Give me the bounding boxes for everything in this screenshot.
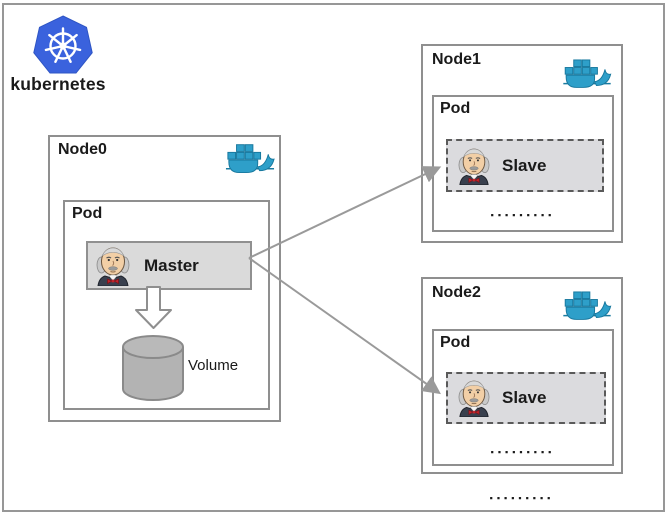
node1-slave-label: Slave [502,155,547,175]
node2-label: Node2 [432,284,481,301]
docker-icon [225,144,275,174]
node1-box: Node1 Pod [421,44,623,243]
node2-pod-box: Pod Slave [432,329,614,466]
footer-dots: ▪▪▪▪▪▪▪▪▪ [489,493,555,503]
jenkins-icon [458,380,490,417]
node2-pod-dots: ▪▪▪▪▪▪▪▪▪ [490,447,556,457]
node0-box: Node0 Pod [48,135,281,422]
docker-icon [563,59,612,88]
node1-slave-box: Slave [446,139,604,192]
docker-icon [563,291,612,320]
node0-pod-box: Pod M [63,200,270,410]
node2-box: Node2 Pod [421,277,623,474]
master-box: Master [86,241,252,290]
node1-pod-dots: ▪▪▪▪▪▪▪▪▪ [490,210,556,220]
master-label: Master [144,255,199,275]
node2-slave-box: Slave [446,372,606,424]
node1-pod-label: Pod [440,100,471,117]
node0-label: Node0 [58,141,107,158]
node1-pod-box: Pod Slave [432,95,614,232]
node0-pod-label: Pod [72,205,103,222]
node2-slave-label: Slave [502,388,547,407]
kubernetes-label: kubernetes [10,74,106,94]
jenkins-icon [96,247,130,286]
node1-label: Node1 [432,51,481,68]
jenkins-icon [458,148,490,185]
volume-label: Volume [188,357,239,374]
kubernetes-icon [33,15,93,74]
node2-pod-label: Pod [440,334,471,351]
